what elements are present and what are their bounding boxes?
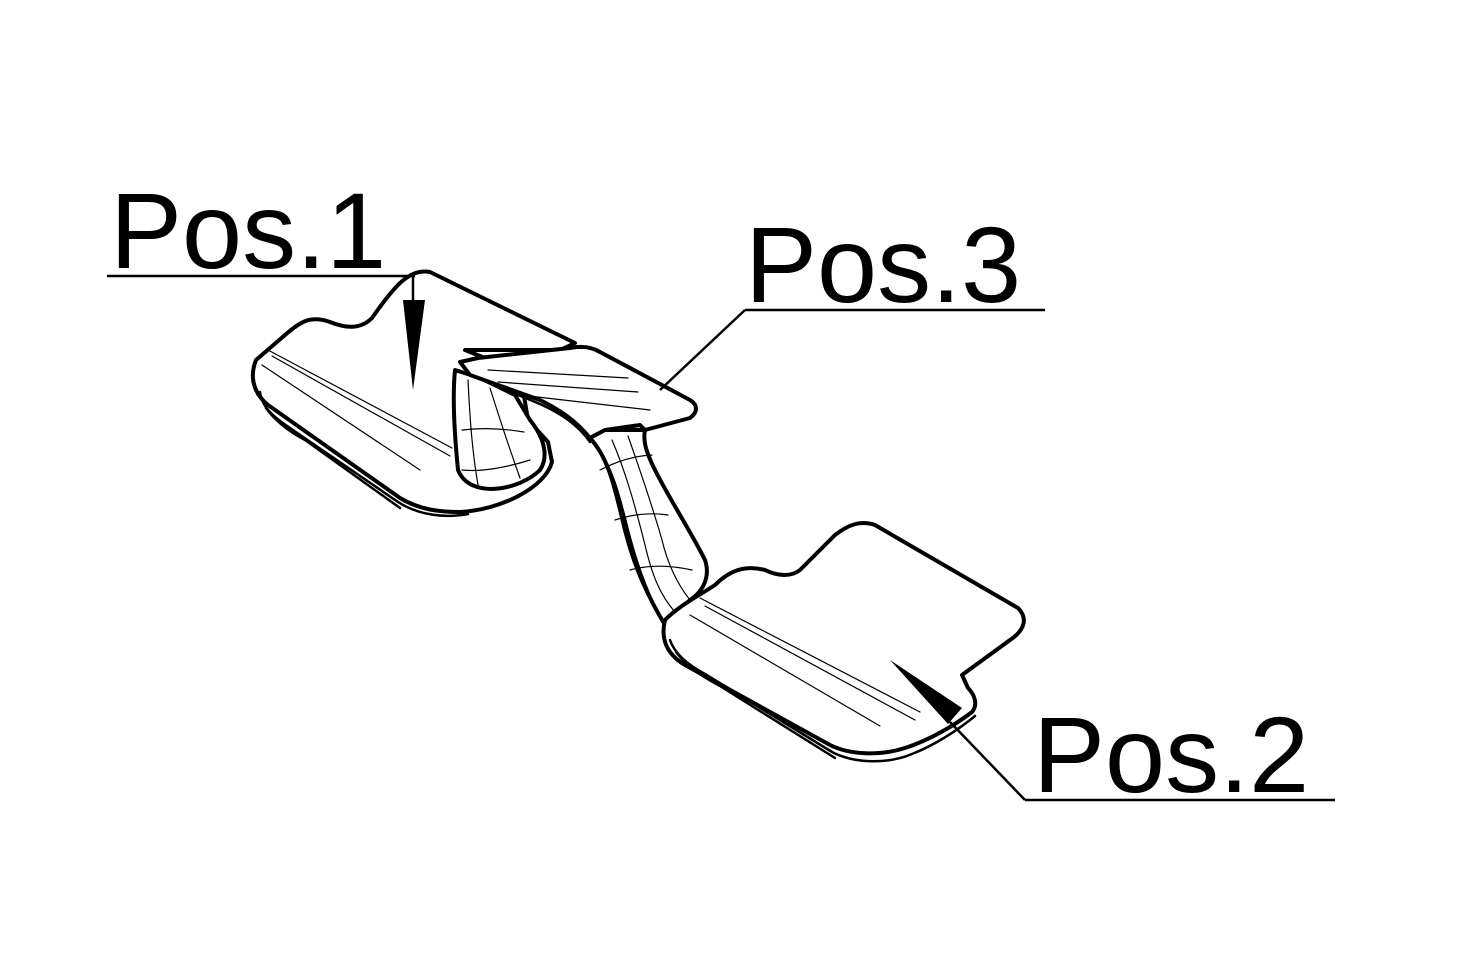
callout-pos3 bbox=[659, 308, 1045, 391]
pos3-leader bbox=[659, 309, 746, 391]
pos1-label: Pos.1 bbox=[110, 170, 386, 291]
s-bend bbox=[588, 428, 709, 632]
right-pad bbox=[661, 521, 1026, 763]
pos3-label: Pos.3 bbox=[745, 204, 1021, 325]
pos1-arrowhead bbox=[403, 300, 425, 390]
pos2-leader bbox=[949, 721, 1026, 801]
pos2-label: Pos.2 bbox=[1033, 694, 1309, 815]
pos2-arrowhead bbox=[890, 660, 962, 724]
callout-pos2 bbox=[890, 660, 1335, 802]
callout-pos1 bbox=[107, 274, 425, 390]
left-riser bbox=[451, 368, 547, 491]
top-bridge bbox=[458, 344, 698, 444]
